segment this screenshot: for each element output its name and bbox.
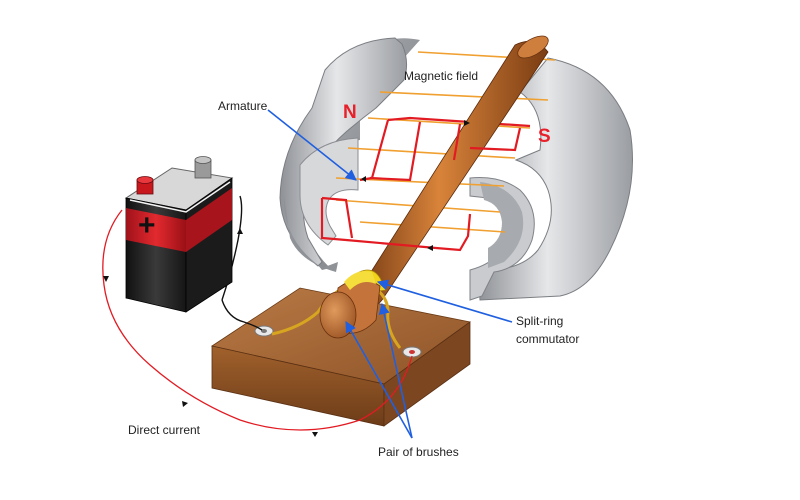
armature-pointer xyxy=(267,109,357,181)
battery xyxy=(124,167,234,313)
terminal-right xyxy=(402,346,422,358)
battery-negative-terminal xyxy=(194,156,212,179)
battery-plus-sign: + xyxy=(138,209,156,242)
north-magnet xyxy=(279,37,420,272)
split-ring-label: Split-ring xyxy=(516,314,563,328)
label-pointers xyxy=(267,109,513,439)
direct-current-label: Direct current xyxy=(128,423,201,437)
north-pole-label: N xyxy=(343,102,357,123)
battery-positive-terminal xyxy=(136,176,154,195)
coil-current-arrows xyxy=(361,120,470,251)
armature-label: Armature xyxy=(218,99,268,113)
commutator-pointer xyxy=(376,279,513,323)
commutator-label: commutator xyxy=(516,332,579,346)
south-pole-label: S xyxy=(538,126,551,147)
brush-right-pointer xyxy=(378,302,413,439)
south-magnet xyxy=(469,57,633,301)
brush-left-pointer xyxy=(345,321,413,439)
magnetic-field-label: Magnetic field xyxy=(404,69,478,83)
wire-current-arrows xyxy=(103,228,318,437)
pair-of-brushes-label: Pair of brushes xyxy=(378,445,459,459)
